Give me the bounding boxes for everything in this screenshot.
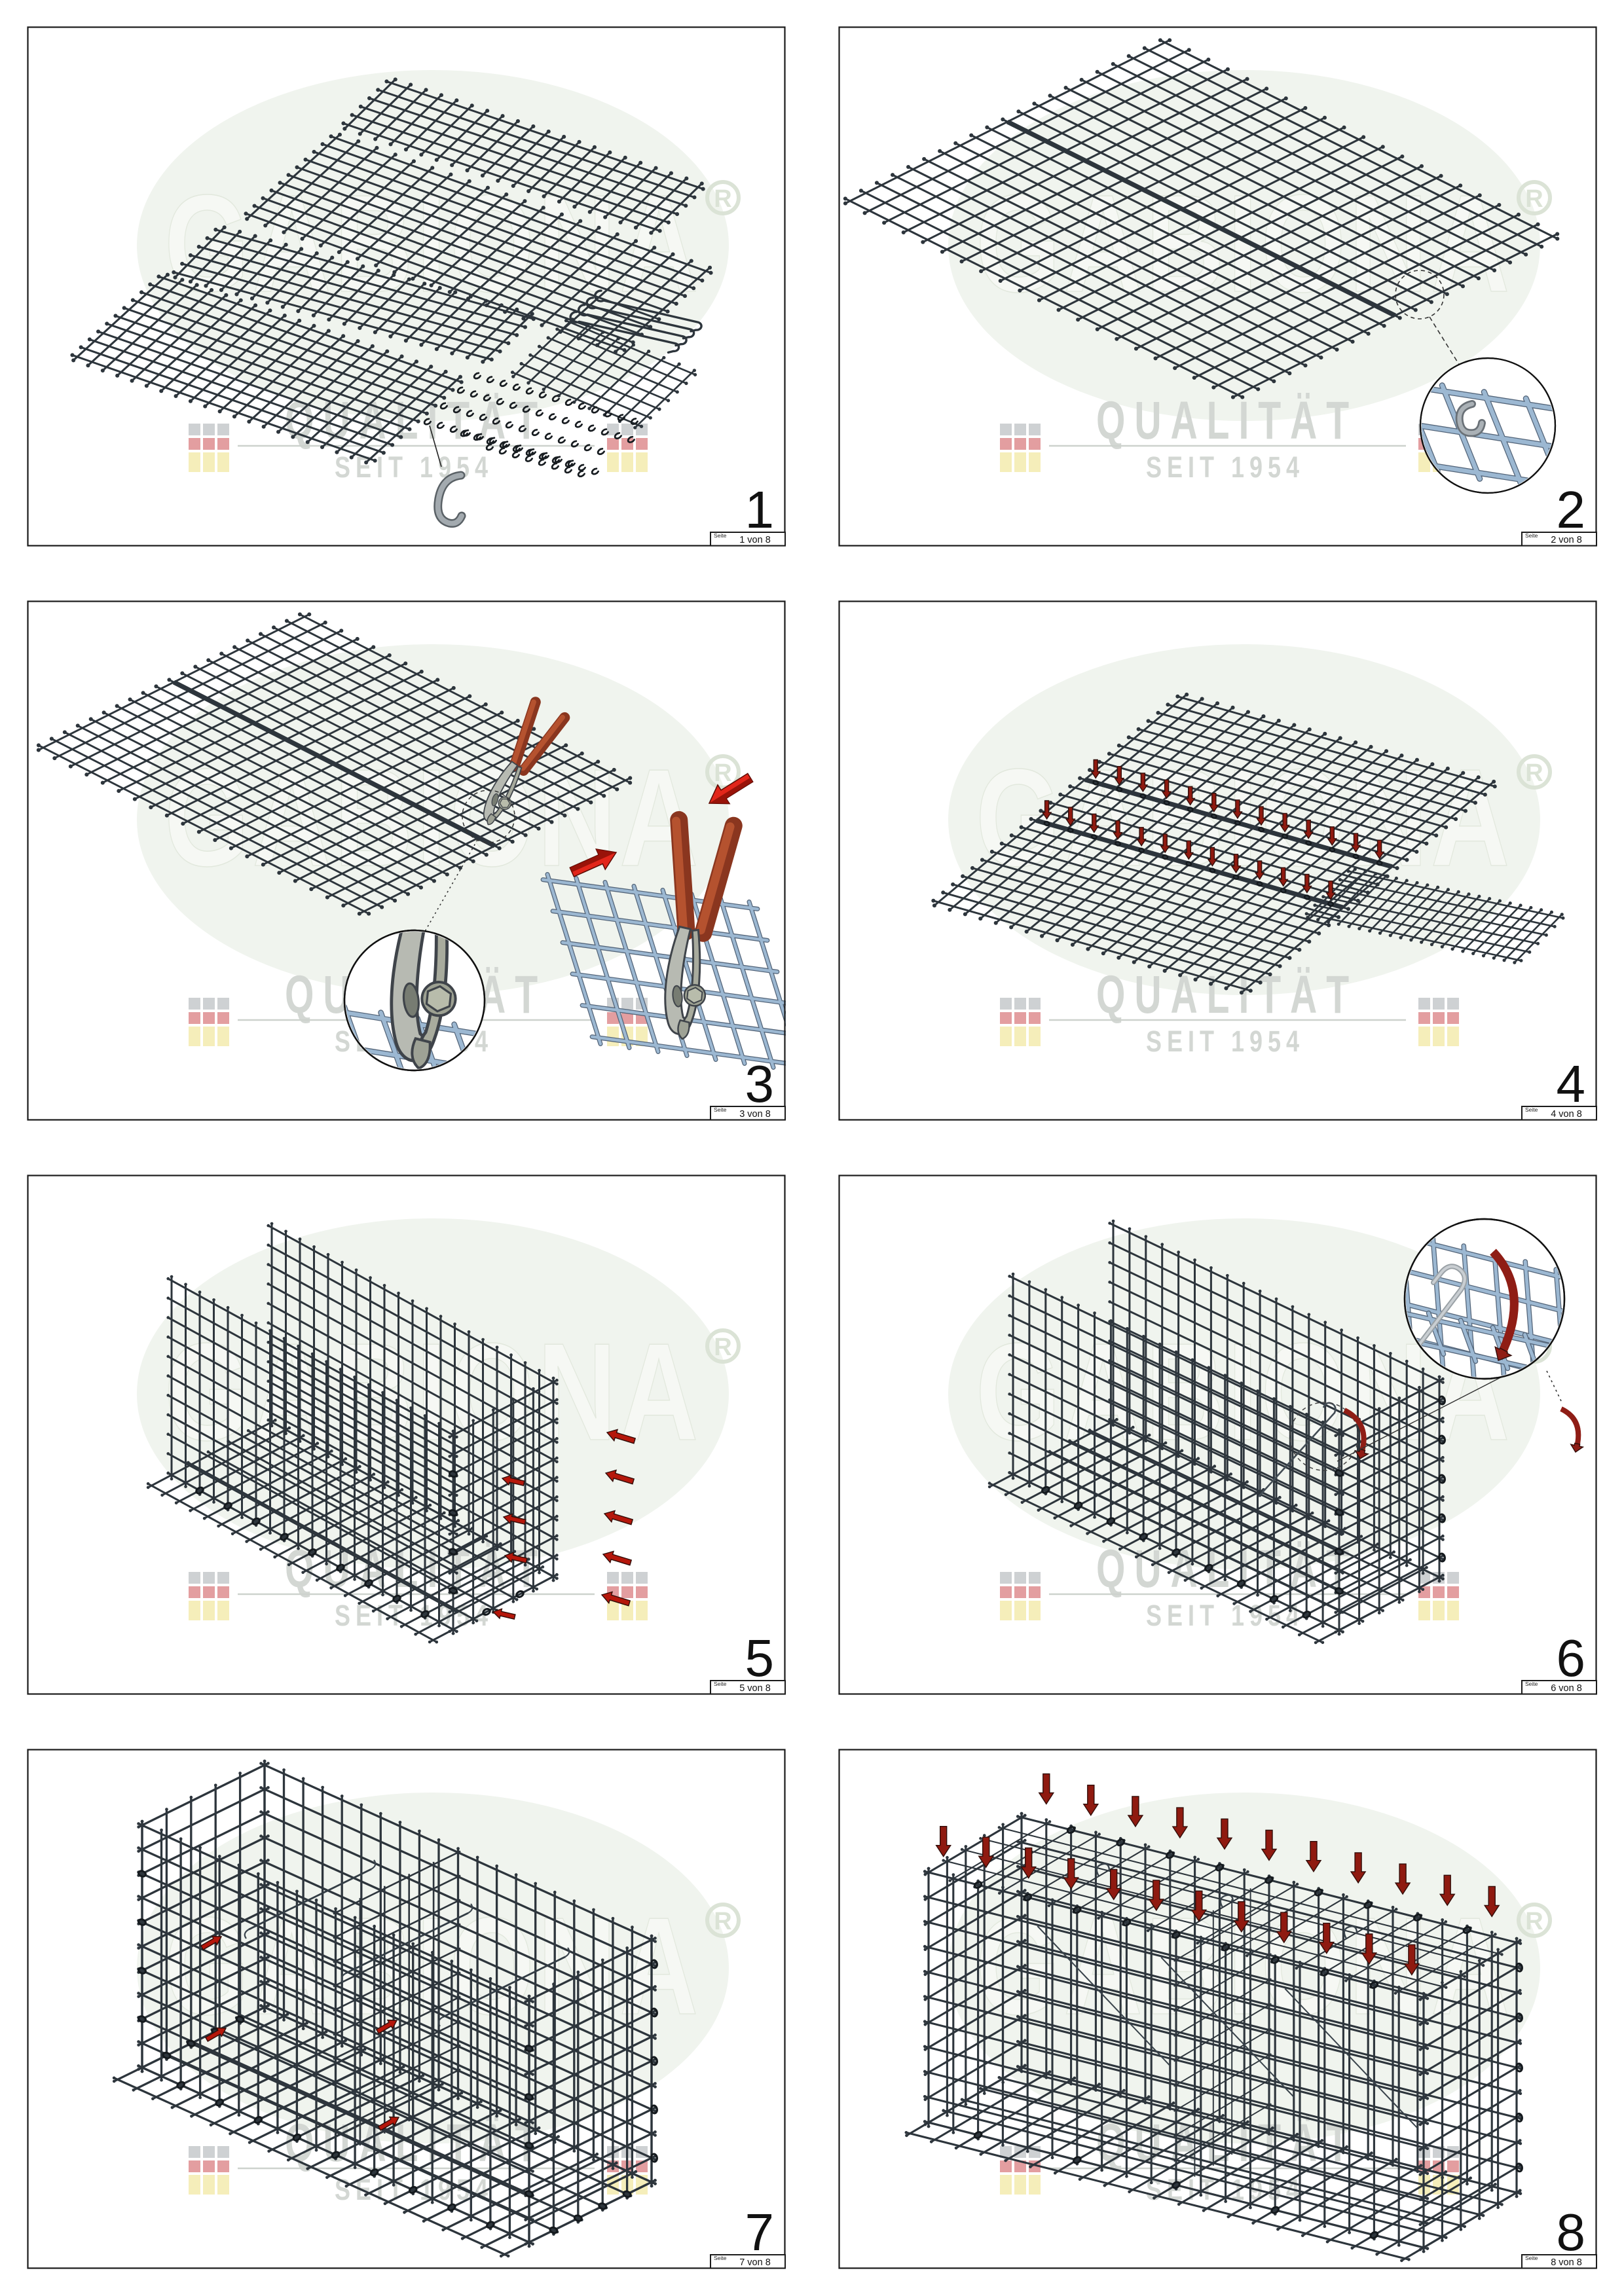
svg-text:Seite: Seite (1525, 532, 1538, 539)
svg-text:8 von 8: 8 von 8 (1551, 2257, 1582, 2268)
svg-text:R: R (714, 185, 731, 213)
svg-text:QUALITÄT: QUALITÄT (1096, 391, 1358, 450)
svg-text:Seite: Seite (1525, 1106, 1538, 1113)
svg-text:1 von 8: 1 von 8 (739, 535, 771, 545)
svg-text:R: R (714, 1334, 731, 1361)
svg-text:3 von 8: 3 von 8 (739, 1109, 771, 1120)
svg-text:R: R (1525, 185, 1543, 213)
svg-text:6 von 8: 6 von 8 (1551, 1683, 1582, 1694)
svg-text:R: R (1525, 759, 1543, 787)
svg-text:R: R (714, 759, 731, 787)
svg-text:SEIT 1954: SEIT 1954 (1146, 450, 1304, 484)
svg-text:4 von 8: 4 von 8 (1551, 1109, 1582, 1120)
svg-text:8: 8 (1557, 2203, 1586, 2261)
svg-text:4: 4 (1557, 1055, 1586, 1113)
svg-text:Seite: Seite (714, 1681, 727, 1687)
svg-text:QUALITÄT: QUALITÄT (1096, 1539, 1358, 1599)
svg-text:7: 7 (745, 2203, 775, 2261)
svg-text:1: 1 (745, 481, 775, 539)
svg-text:7 von 8: 7 von 8 (739, 2257, 771, 2268)
svg-text:Seite: Seite (714, 1106, 727, 1113)
svg-text:SEIT 1954: SEIT 1954 (1146, 1025, 1304, 1058)
svg-text:SEIT 1954: SEIT 1954 (1146, 1599, 1304, 1632)
svg-text:R: R (714, 1908, 731, 1935)
svg-text:Seite: Seite (714, 532, 727, 539)
svg-text:Seite: Seite (1525, 2255, 1538, 2261)
svg-text:3: 3 (745, 1055, 775, 1113)
svg-text:2: 2 (1557, 481, 1586, 539)
svg-text:6: 6 (1557, 1629, 1586, 1687)
svg-text:2 von 8: 2 von 8 (1551, 535, 1582, 545)
svg-text:R: R (1525, 1908, 1543, 1935)
svg-text:GABIONA: GABIONA (164, 166, 701, 321)
svg-text:Seite: Seite (714, 2255, 727, 2261)
svg-text:5: 5 (745, 1629, 775, 1687)
svg-text:GABIONA: GABIONA (164, 1314, 701, 1469)
svg-text:Seite: Seite (1525, 1681, 1538, 1687)
svg-text:5 von 8: 5 von 8 (739, 1683, 771, 1694)
